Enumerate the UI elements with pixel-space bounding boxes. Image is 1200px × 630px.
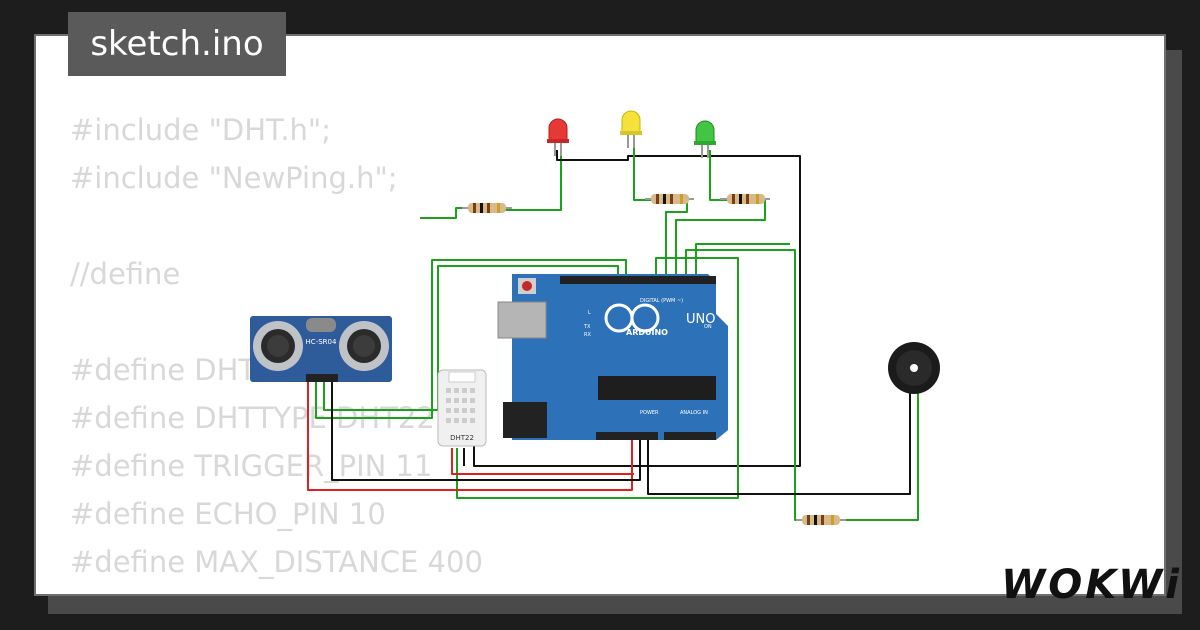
tx-label: TX — [583, 324, 591, 330]
wokwi-logo: WOKWi — [1001, 562, 1182, 608]
wire-red-resistor — [420, 207, 466, 219]
code-line: #define DHTTYPE DHT22 — [70, 401, 435, 435]
wire-green-led — [709, 150, 728, 201]
digital-header: DIGITAL (PWM ~) — [640, 298, 683, 304]
resistor-1 — [462, 203, 512, 213]
analog-header: ANALOG IN — [680, 410, 708, 416]
resistor-3 — [720, 194, 770, 204]
wire-ultrasonic-1 — [315, 259, 627, 419]
code-line: //define — [70, 257, 181, 291]
code-line: #include "NewPing.h"; — [70, 161, 398, 195]
wire-buzzer-signal — [838, 392, 919, 521]
power-header: POWER — [640, 410, 659, 416]
buzzer — [888, 342, 940, 394]
wire-yellow-resistor — [665, 200, 688, 274]
wire-green-resistor — [675, 200, 766, 274]
wire-led-common — [473, 150, 801, 467]
ultrasonic-label: HC-SR04 — [306, 338, 337, 346]
led-yellow — [620, 110, 642, 148]
arduino-uno: ARDUINO UNO DIGITAL (PWM ~) POWER ANALOG… — [497, 274, 728, 440]
resistor-2 — [645, 194, 694, 204]
arduino-model: UNO — [686, 312, 715, 327]
code-view: #include "DHT.h"; #include "NewPing.h"; … — [70, 106, 483, 586]
on-label: ON — [704, 324, 712, 330]
code-line: #define TRIGGER_PIN 11 — [70, 449, 433, 483]
arduino-brand: ARDUINO — [626, 328, 668, 337]
wire-ultrasonic-2 — [323, 265, 619, 411]
dht-label: DHT22 — [450, 434, 474, 442]
wire-vcc — [307, 378, 633, 491]
wire-gnd-1 — [331, 378, 641, 481]
wire-red-led — [495, 152, 562, 211]
rx-label: RX — [584, 332, 591, 338]
ultrasonic-sensor: HC-SR04 — [250, 316, 392, 382]
wire-d-pin-b — [695, 243, 790, 274]
code-line: #include "DHT.h"; — [70, 113, 332, 147]
wire-dht-vcc — [451, 448, 634, 475]
wire-gnd-2 — [647, 392, 911, 495]
dht22-sensor: DHT22 — [437, 369, 487, 447]
diagram-card: #include "DHT.h"; #include "NewPing.h"; … — [34, 34, 1166, 596]
code-line: #define MAX_DISTANCE 400 — [70, 545, 483, 579]
resistor-4 — [796, 515, 846, 525]
code-line: #define ECHO_PIN 10 — [70, 497, 386, 531]
l-label: L — [588, 310, 591, 316]
led-red — [547, 118, 569, 156]
circuit-diagram: HC-SR04 DHT22 — [250, 110, 940, 525]
wire-yellow-led — [633, 138, 651, 201]
led-green — [694, 120, 716, 158]
file-tab[interactable]: sketch.ino — [68, 12, 286, 76]
